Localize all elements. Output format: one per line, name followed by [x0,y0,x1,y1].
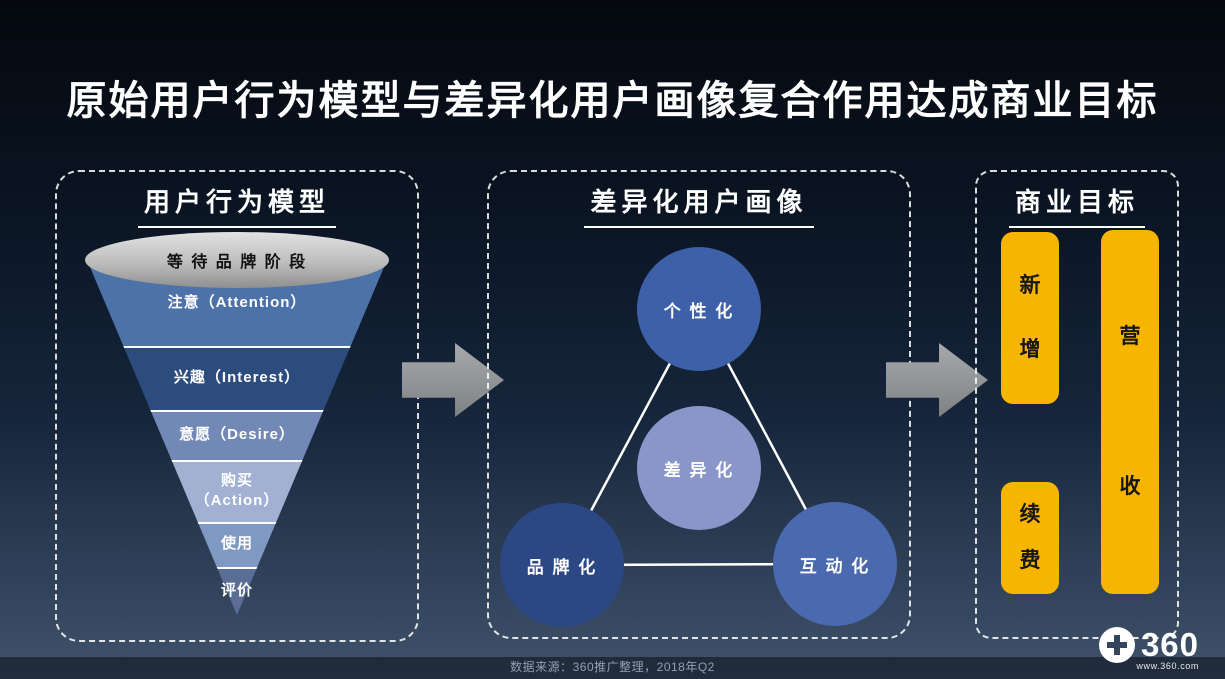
funnel-band [87,410,387,460]
portrait-node-personalization: 个 性 化 [637,247,761,371]
portrait-node-differentiation: 差 异 化 [637,406,761,530]
portrait-panel: 差异化用户画像 个 性 化 差 异 化 品 牌 化 互 动 化 [487,170,911,639]
behavior-panel-title-wrap: 用户行为模型 [57,182,417,228]
goal-panel-title-wrap: 商业目标 [977,182,1177,228]
funnel-band [87,460,387,522]
behavior-model-panel: 用户行为模型 等 待 品 牌 阶 段 注意（Attention） 兴趣（Inte… [55,170,419,642]
behavior-panel-title: 用户行为模型 [137,182,336,228]
funnel-top-stage: 等 待 品 牌 阶 段 [85,232,389,288]
goal-box-renewal: 续 费 [1001,482,1059,594]
funnel-band [87,567,387,615]
footer-strip [0,657,1225,679]
portrait-node-branding: 品 牌 化 [500,503,624,627]
brand-logo: 360 www.360.com [1098,626,1199,671]
funnel-band [87,346,387,410]
brand-name: 360 [1140,626,1199,663]
funnel-cone [87,260,387,615]
portrait-panel-title-wrap: 差异化用户画像 [489,182,909,228]
brand-logo-row: 360 [1098,626,1199,664]
goal-box-new-users: 新 增 [1001,232,1059,404]
brand-url: www.360.com [1136,661,1199,671]
funnel-band [87,522,387,567]
page-title: 原始用户行为模型与差异化用户画像复合作用达成商业目标 [66,79,1159,123]
plus-circle-icon [1098,627,1135,663]
portrait-panel-title: 差异化用户画像 [584,182,814,228]
portrait-node-interaction: 互 动 化 [773,502,897,626]
goal-panel-title: 商业目标 [1008,182,1145,228]
data-source-note: 数据来源：360推广整理，2018年Q2 [510,660,715,674]
goal-box-revenue: 营 收 [1101,230,1159,594]
business-goal-panel: 商业目标 新 增 续 费 营 收 [975,170,1179,639]
